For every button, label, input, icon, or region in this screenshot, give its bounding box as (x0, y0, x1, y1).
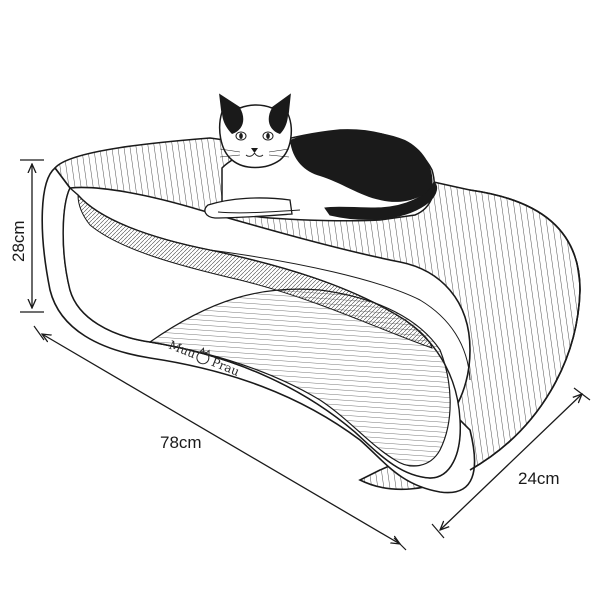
depth-dimension-line (440, 394, 582, 530)
length-dimension-line (42, 334, 400, 544)
length-dimension: 78cm (33, 325, 407, 551)
height-dimension: 28cm (9, 159, 44, 313)
cat-nose (251, 148, 258, 153)
cat-head (219, 93, 293, 169)
cat-back-patch (290, 130, 433, 202)
cat-tail (324, 181, 438, 220)
depth-dimension: 24cm (431, 387, 591, 539)
height-label: 28cm (9, 220, 28, 262)
depth-label: 24cm (518, 469, 560, 488)
scratcher-inner-rim-line (209, 249, 471, 381)
cat-illustration (204, 93, 438, 222)
length-label: 78cm (160, 433, 202, 452)
